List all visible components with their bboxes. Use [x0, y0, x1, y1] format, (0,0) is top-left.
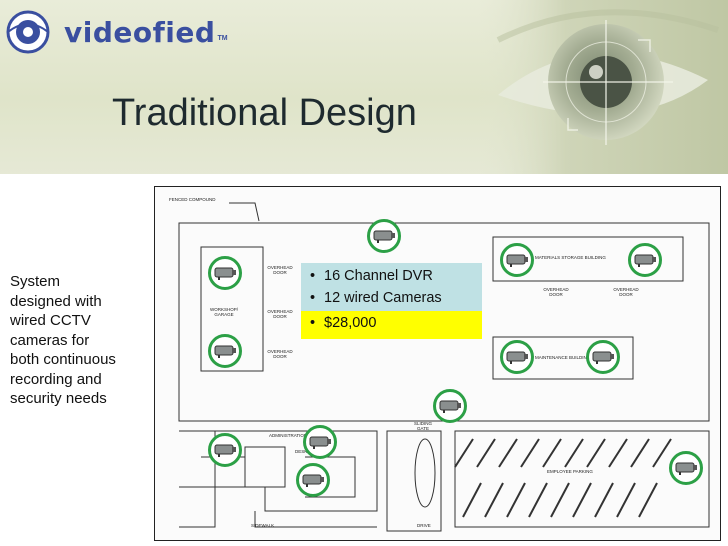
eye-illustration — [478, 0, 728, 178]
security-camera-icon — [628, 243, 662, 277]
slide-title: Traditional Design — [112, 92, 417, 134]
brand-logo: videofied TM — [6, 10, 228, 54]
security-camera-icon — [208, 433, 242, 467]
security-camera-icon — [208, 256, 242, 290]
label-employee-parking: EMPLOYEE PARKING — [547, 469, 593, 474]
description-line: recording and — [10, 370, 102, 388]
system-callout: •16 Channel DVR •12 wired Cameras •$28,0… — [301, 263, 482, 339]
label-desk: DESK — [295, 449, 308, 454]
security-camera-icon — [433, 389, 467, 423]
callout-price: •$28,000 — [301, 311, 482, 339]
security-camera-icon — [208, 334, 242, 368]
description-text: System designed with wired CCTV cameras … — [10, 272, 158, 409]
label-sidewalk: SIDEWALK — [251, 523, 275, 528]
brand-name: videofied — [64, 15, 216, 49]
callout-item: •16 Channel DVR — [310, 268, 433, 284]
description-line: designed with — [10, 292, 102, 310]
floor-plan: FENCED COMPOUND OVERHEAD DOOR WORKSHOP/ … — [154, 186, 721, 541]
security-camera-icon — [367, 219, 401, 253]
header-divider — [0, 174, 728, 180]
label-materials-storage: MATERIALS STORAGE BUILDING — [535, 255, 606, 260]
security-camera-icon — [500, 340, 534, 374]
label-workshop-garage: WORKSHOP/ GARAGE — [209, 307, 238, 317]
description-line: both continuous — [10, 351, 116, 368]
description-line: cameras for — [10, 331, 90, 349]
label-overhead-door: OVERHEAD DOOR — [267, 349, 293, 359]
label-administration-building: ADMINISTRATION BUILDING — [269, 433, 330, 438]
label-maintenance-building: MAINTENANCE BUILDING — [535, 355, 591, 360]
security-camera-icon — [296, 463, 330, 497]
label-sliding-gate: SLIDING GATE — [413, 421, 432, 431]
label-overhead-door: OVERHEAD DOOR — [613, 287, 639, 297]
description-line: security needs — [10, 390, 107, 407]
label-overhead-door: OVERHEAD DOOR — [267, 309, 293, 319]
callout-item: •12 wired Cameras — [310, 290, 442, 306]
description-line: System — [10, 273, 61, 290]
security-camera-icon — [586, 340, 620, 374]
floor-plan-drawing — [178, 202, 710, 532]
security-camera-icon — [303, 425, 337, 459]
trademark: TM — [217, 34, 228, 42]
description-line: wired CCTV — [10, 312, 91, 329]
price-item: •$28,000 — [310, 315, 377, 331]
security-camera-icon — [500, 243, 534, 277]
label-overhead-door: OVERHEAD DOOR — [267, 265, 293, 275]
security-camera-icon — [669, 451, 703, 485]
label-drive: DRIVE — [417, 523, 431, 528]
label-overhead-door: OVERHEAD DOOR — [543, 287, 569, 297]
callout-specs: •16 Channel DVR •12 wired Cameras — [301, 263, 482, 311]
label-fenced-compound: FENCED COMPOUND — [169, 197, 216, 202]
eye-logo-icon — [6, 10, 50, 54]
